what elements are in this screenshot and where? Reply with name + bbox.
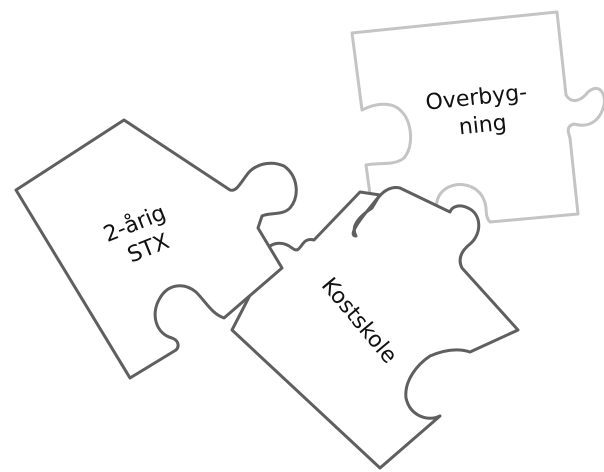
puzzle-piece-stx: 2-årig STX: [14, 118, 298, 380]
puzzle-piece-kostskole: Kostskole: [230, 186, 520, 470]
puzzle-piece-overbygning: Overbyg- ning: [350, 10, 604, 240]
